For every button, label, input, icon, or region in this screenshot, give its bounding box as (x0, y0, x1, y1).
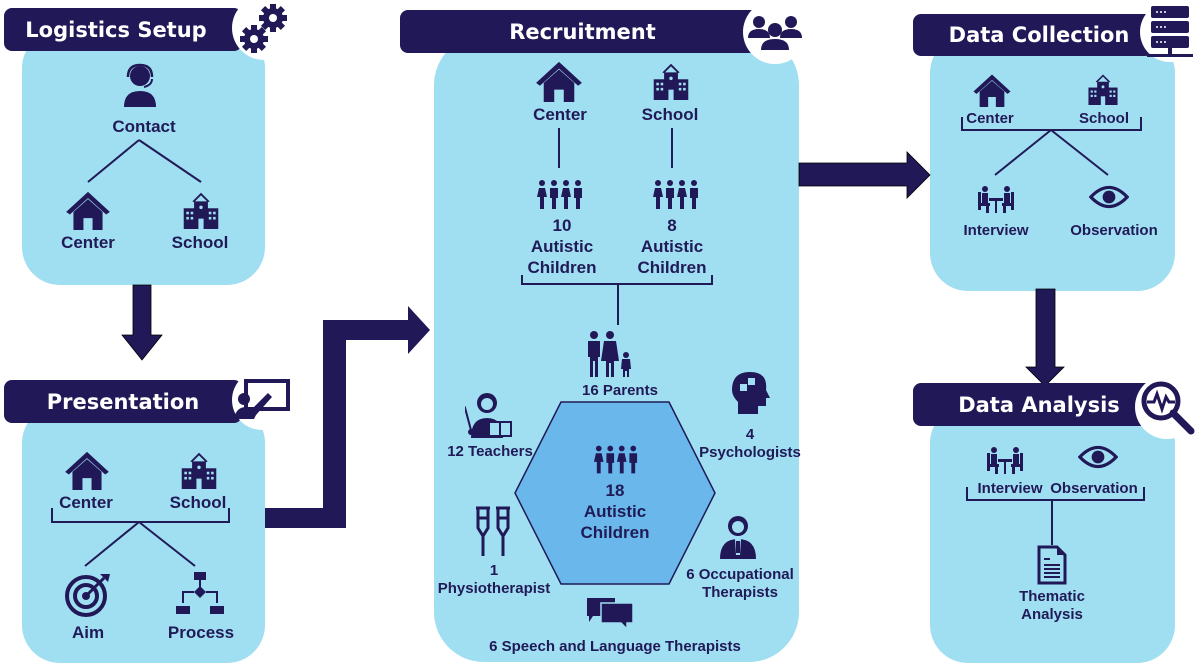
recruitment-badge (743, 0, 807, 64)
logistics-header: Logistics Setup (4, 8, 242, 51)
center-children-count: 10 Autistic Children (527, 216, 597, 277)
occupational-therapists-label: 6 Occupational Therapists (686, 566, 794, 601)
school-building-icon (1086, 73, 1120, 105)
data-analysis-badge (1135, 375, 1199, 439)
presentation-aim-label: Aim (71, 623, 105, 642)
observation-eye-icon (1089, 184, 1129, 210)
school-building-icon (180, 191, 222, 229)
gears-icon (240, 4, 287, 53)
collection-interview-label: Interview (963, 222, 1029, 239)
physiotherapist-label: 1 Physiotherapist (437, 562, 551, 597)
aim-target-icon (65, 574, 110, 617)
family-parents-icon (588, 331, 631, 377)
speech-therapists-label: 6 Speech and Language Therapists (489, 638, 741, 655)
school-building-icon (178, 451, 220, 489)
data-collection-box (930, 35, 1175, 291)
psychologist-brain-icon (732, 372, 770, 414)
hexagon-children-label: 18 Autistic Children (580, 481, 650, 542)
group-icon (748, 16, 802, 50)
teachers-label: 12 Teachers (447, 443, 533, 460)
magnifier-pulse-icon (1141, 381, 1195, 435)
logistics-contact-label: Contact (112, 117, 176, 136)
data-analysis-box (930, 405, 1175, 663)
logistics-badge (232, 0, 296, 60)
center-house-icon (535, 60, 583, 102)
presentation-badge (232, 370, 292, 430)
process-flowchart-icon (176, 572, 224, 614)
presentation-title: Presentation (46, 389, 200, 414)
center-house-icon (972, 73, 1012, 107)
presenter-board-icon (234, 379, 290, 419)
school-building-icon (650, 62, 692, 100)
recruitment-center-label: Center (533, 105, 587, 124)
center-house-icon (64, 450, 110, 490)
logistics-center-label: Center (61, 233, 115, 252)
collection-observation-label: Observation (1070, 222, 1158, 239)
presentation-header: Presentation (4, 380, 242, 423)
logistics-school-label: School (171, 233, 229, 252)
interview-icon (985, 447, 1025, 475)
analysis-interview-label: Interview (977, 480, 1043, 497)
server-icon (1147, 6, 1193, 57)
interview-icon (976, 186, 1016, 214)
arrow-logistics-to-presentation (121, 284, 163, 361)
parents-label: 16 Parents (582, 382, 658, 399)
thematic-analysis-label: Thematic Analysis (1019, 588, 1085, 623)
document-icon (1037, 545, 1067, 585)
logistics-title: Logistics Setup (25, 17, 207, 42)
presentation-school-label: School (169, 493, 227, 512)
recruitment-title: Recruitment (509, 19, 656, 44)
data-collection-badge (1140, 2, 1200, 62)
children-icon (536, 180, 584, 210)
center-house-icon (65, 190, 111, 230)
arrow-recruitment-to-collection (798, 151, 931, 199)
data-collection-header: Data Collection (913, 14, 1153, 56)
recruitment-school-label: School (641, 105, 699, 124)
teacher-icon (465, 393, 512, 438)
children-icon (593, 445, 639, 475)
collection-center-label: Center (966, 110, 1014, 127)
recruitment-header: Recruitment (400, 10, 765, 53)
occupational-therapist-icon (720, 516, 756, 559)
crutches-icon (476, 506, 510, 556)
observation-eye-icon (1078, 444, 1118, 470)
contact-headset-icon (124, 63, 156, 107)
school-children-count: 8 Autistic Children (637, 216, 707, 277)
arrow-collection-to-analysis (1025, 288, 1065, 387)
presentation-center-label: Center (59, 493, 113, 512)
presentation-process-label: Process (167, 623, 235, 642)
data-collection-title: Data Collection (948, 23, 1130, 47)
psychologists-label: 4 Psychologists (699, 426, 801, 461)
data-analysis-header: Data Analysis (913, 383, 1153, 426)
data-analysis-title: Data Analysis (958, 392, 1120, 417)
children-icon (652, 180, 700, 210)
speech-bubbles-icon (587, 598, 633, 630)
collection-school-label: School (1078, 110, 1129, 127)
analysis-observation-label: Observation (1050, 480, 1138, 497)
